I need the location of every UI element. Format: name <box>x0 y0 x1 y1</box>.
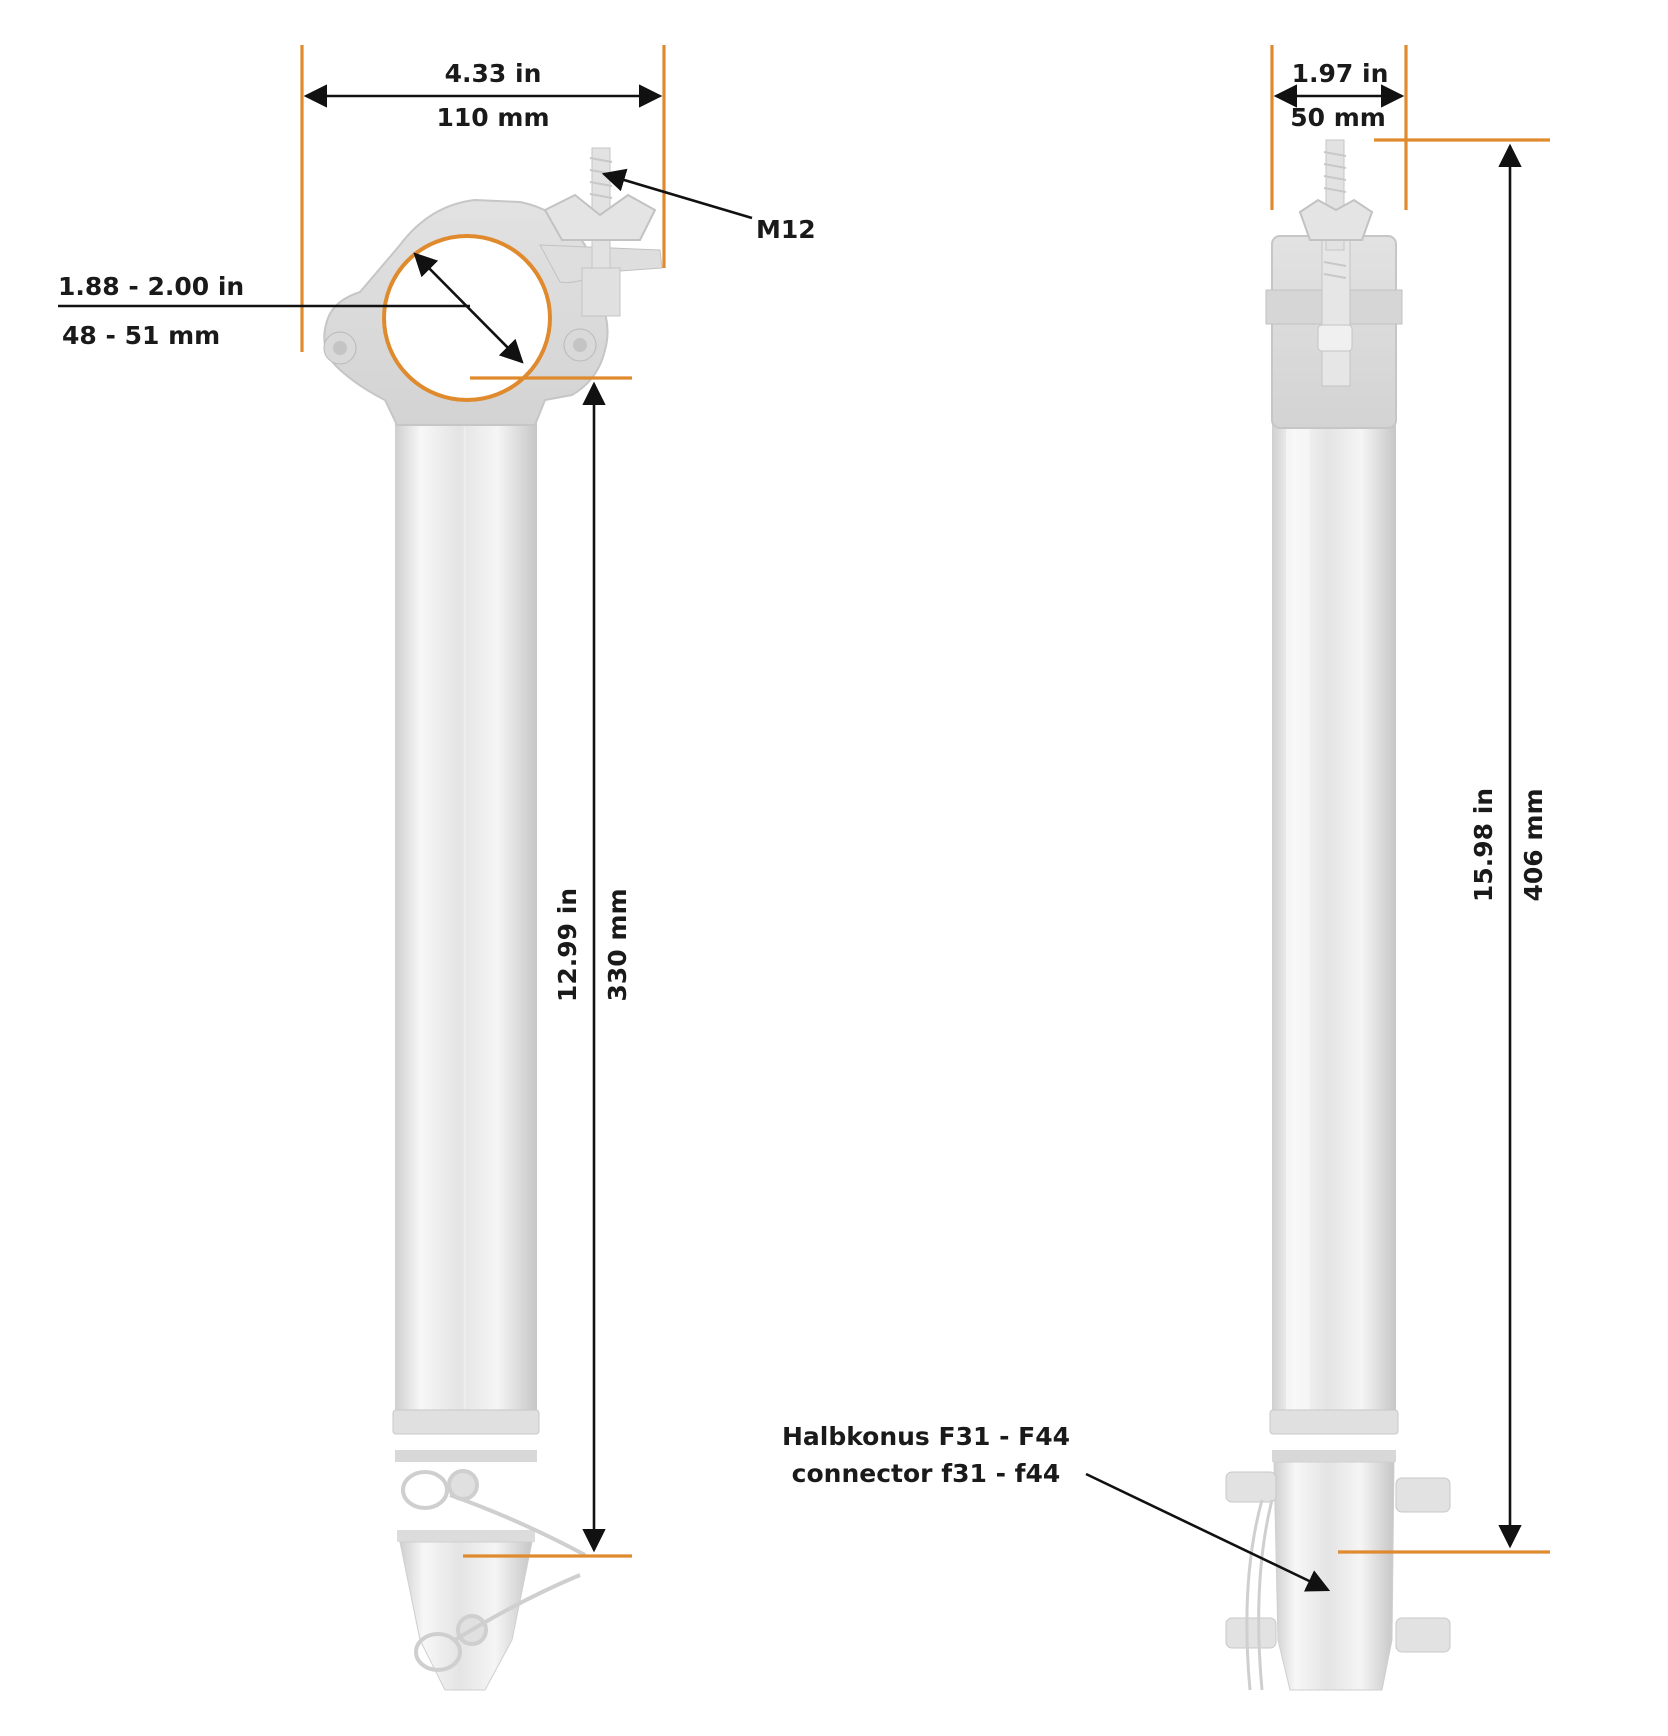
left-m12-label: M12 <box>756 215 816 244</box>
right-connector-leader <box>1085 1472 1331 1592</box>
left-diameter-dim-line <box>413 252 524 364</box>
left-width-inch-label: 4.33 in <box>445 59 542 88</box>
left-diameter-inch-label: 1.88 - 2.00 in <box>58 272 244 301</box>
left-length-mm-label: 330 mm <box>603 889 632 1002</box>
right-width-mm-label: 50 mm <box>1290 103 1386 132</box>
right-length-mm-label: 406 mm <box>1519 789 1548 902</box>
left-wing-nut-icon <box>543 193 657 241</box>
right-connector-label-de: Halbkonus F31 - F44 <box>782 1422 1070 1451</box>
left-view: 4.33 in 110 mm 1.88 - 2.00 in 48 - 51 mm… <box>58 45 816 1691</box>
left-tube-opening <box>382 234 552 402</box>
right-tube-collar <box>1269 1409 1399 1435</box>
left-tube-collar <box>392 1409 540 1435</box>
right-width-inch-label: 1.97 in <box>1292 59 1389 88</box>
left-width-mm-label: 110 mm <box>437 103 550 132</box>
right-pin-icon <box>1245 1499 1274 1691</box>
left-diameter-mm-label: 48 - 51 mm <box>62 321 220 350</box>
left-m12-leader <box>601 168 753 220</box>
right-length-inch-label: 15.98 in <box>1469 788 1498 902</box>
right-stud-icon <box>1395 1477 1451 1513</box>
right-connector-label-en: connector f31 - f44 <box>792 1459 1061 1488</box>
left-length-inch-label: 12.99 in <box>553 888 582 1002</box>
left-m12-bolt <box>591 147 611 269</box>
right-view: 1.97 in 50 mm 15.98 in 406 mm Halbkonus … <box>782 45 1550 1691</box>
right-connector-taper <box>1273 1461 1395 1691</box>
right-wing-nut-icon <box>1298 198 1374 241</box>
left-pin-icon <box>401 1469 586 1672</box>
